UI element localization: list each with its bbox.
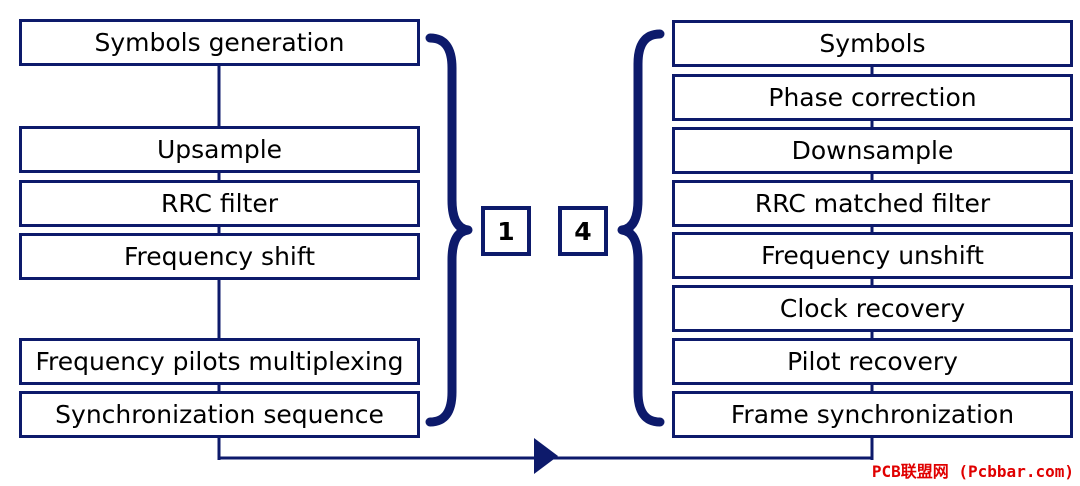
rx-step-symbols: Symbols [672, 20, 1073, 67]
tx-step-pilots-multiplexing: Frequency pilots multiplexing [19, 338, 420, 385]
rx-step-frequency-unshift: Frequency unshift [672, 232, 1073, 279]
rx-step-downsample: Downsample [672, 127, 1073, 174]
right-brace-icon [617, 29, 665, 427]
arrow-right-icon [534, 438, 558, 474]
tx-step-upsample: Upsample [19, 126, 420, 173]
tx-step-rrc-filter: RRC filter [19, 180, 420, 227]
tx-step-frequency-shift: Frequency shift [19, 233, 420, 280]
rx-step-pilot-recovery: Pilot recovery [672, 338, 1073, 385]
rx-step-frame-synchronization: Frame synchronization [672, 391, 1073, 438]
marker-1: 1 [481, 206, 531, 256]
tx-step-symbols-generation: Symbols generation [19, 19, 420, 66]
rx-step-clock-recovery: Clock recovery [672, 285, 1073, 332]
tx-step-synchronization-sequence: Synchronization sequence [19, 391, 420, 438]
rx-step-phase-correction: Phase correction [672, 74, 1073, 121]
left-brace-icon [425, 33, 473, 427]
marker-4: 4 [558, 206, 608, 256]
watermark-text: PCB联盟网 (Pcbbar.com) [871, 462, 1074, 481]
rx-step-rrc-matched-filter: RRC matched filter [672, 180, 1073, 227]
